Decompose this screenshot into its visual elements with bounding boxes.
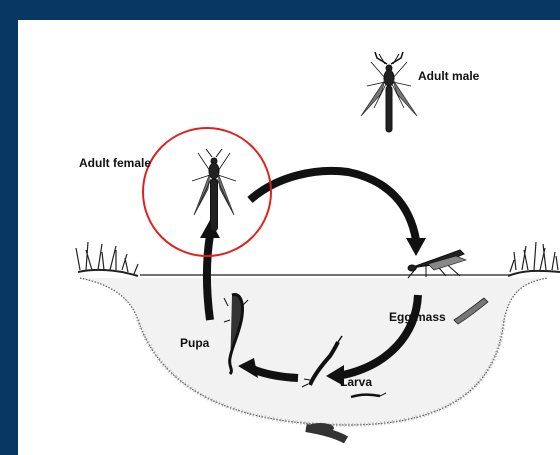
- adult-male-mosquito: [361, 52, 417, 132]
- right-grass: [508, 242, 560, 276]
- mosquito-life-cycle-diagram: [18, 20, 560, 455]
- submerged-larva: [306, 423, 346, 440]
- arrow-female-to-egg: [250, 171, 416, 240]
- label-adult-male: Adult male: [418, 70, 479, 82]
- arrowhead-egg: [406, 238, 426, 256]
- label-egg-mass: Egg mass: [389, 311, 446, 323]
- pond-basin: [80, 278, 548, 425]
- left-grass: [76, 242, 138, 276]
- diagram-panel: Adult male Adult female Egg mass Larva P…: [18, 20, 560, 455]
- label-larva: Larva: [340, 376, 372, 388]
- label-pupa: Pupa: [180, 337, 209, 349]
- arrow-pupa-to-female: [207, 235, 210, 320]
- label-adult-female: Adult female: [79, 157, 151, 169]
- adult-female-mosquito: [192, 149, 236, 231]
